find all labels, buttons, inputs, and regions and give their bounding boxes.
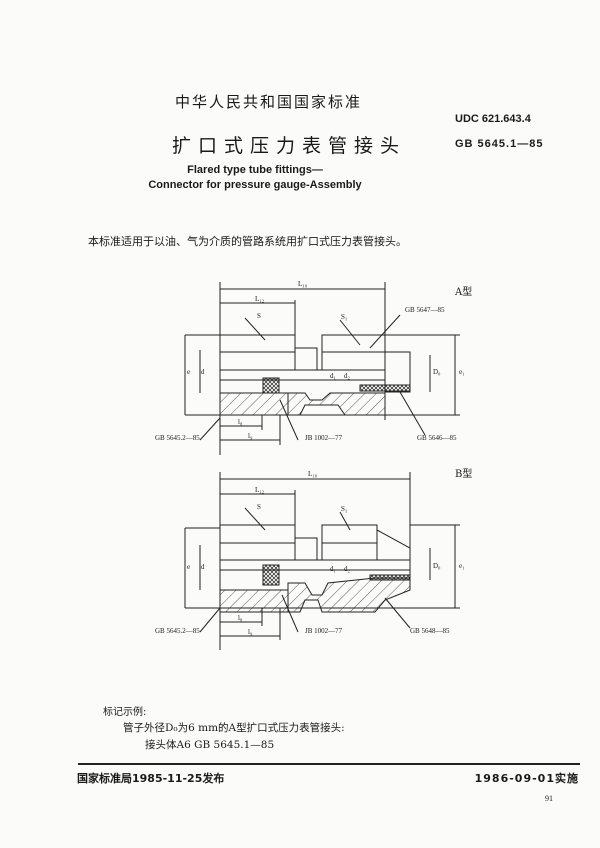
callout-gb5646: GB 5646—85 <box>417 434 457 442</box>
dim-e1: e₁ <box>459 368 465 376</box>
dim-l10: L₁₀ <box>298 280 308 288</box>
dim-e1-b: e₁ <box>459 562 465 570</box>
callout-gb5648: GB 5648—85 <box>410 627 450 635</box>
footer-rule <box>78 763 580 765</box>
dim-d0: D₀ <box>433 368 441 376</box>
callout-gb5647: GB 5647—85 <box>405 306 445 314</box>
dim-l10-b: L₁₀ <box>308 470 318 478</box>
dim-l8: l₈ <box>238 418 243 426</box>
dim-d: d <box>201 368 205 376</box>
page-title-en: Flared type tube fittings— Connector for… <box>130 163 380 193</box>
callout-jb1002: JB 1002—77 <box>305 434 343 442</box>
title-en-line2: Connector for pressure gauge-Assembly <box>148 179 362 191</box>
dim-l9-b: l₉ <box>248 628 253 636</box>
figure-b-type-label: B型 <box>455 469 473 480</box>
page-title-cn: 扩口式压力表管接头 <box>172 135 407 157</box>
dim-l12: L₁₂ <box>255 295 265 303</box>
dim-l12-b: L₁₂ <box>255 486 265 494</box>
dim-d-b: d <box>201 563 205 571</box>
figure-a-drawing <box>184 282 460 455</box>
page-number: 91 <box>545 794 553 803</box>
title-en-line1: Flared type tube fittings— <box>187 164 323 176</box>
marking-example-line1: 管子外径D₀为6 mm的A型扩口式压力表管接头: <box>123 722 345 734</box>
implementation-date: 1986-09-01实施 <box>474 772 579 785</box>
marking-example-line2: 接头体A6 GB 5645.1—85 <box>145 739 275 751</box>
dim-d0-b: D₀ <box>433 562 441 570</box>
issue-date: 国家标准局1985-11-25发布 <box>77 772 225 785</box>
dim-s1-b: S₁ <box>341 505 348 513</box>
dim-l9: l₉ <box>248 432 253 440</box>
dim-s1: S₁ <box>341 313 348 321</box>
gb-standard-code: GB 5645.1—85 <box>455 138 544 150</box>
scope-text: 本标准适用于以油、气为介质的管路系统用扩口式压力表管接头。 <box>88 235 407 248</box>
dim-d2-b: d₂ <box>344 565 350 573</box>
marking-example-heading: 标记示例: <box>103 707 147 718</box>
dim-e-b: e <box>187 563 191 571</box>
callout-gb5645-2-b: GB 5645.2—85 <box>155 627 200 635</box>
standard-organization: 中华人民共和国国家标准 <box>175 93 363 111</box>
dim-d2: d₂ <box>344 372 350 380</box>
dim-s: S <box>257 312 261 320</box>
figure-b-drawing <box>184 472 460 650</box>
udc-code: UDC 621.643.4 <box>455 113 531 125</box>
dim-e: e <box>187 368 191 376</box>
dim-d1-b: d₁ <box>330 565 336 573</box>
dim-d1: d₁ <box>330 372 336 380</box>
dim-s-b: S <box>257 503 261 511</box>
figure-a-type-label: A型 <box>455 287 473 298</box>
dim-l8-b: l₈ <box>238 614 243 622</box>
callout-jb1002-b: JB 1002—77 <box>305 627 343 635</box>
callout-gb5645-2: GB 5645.2—85 <box>155 434 200 442</box>
